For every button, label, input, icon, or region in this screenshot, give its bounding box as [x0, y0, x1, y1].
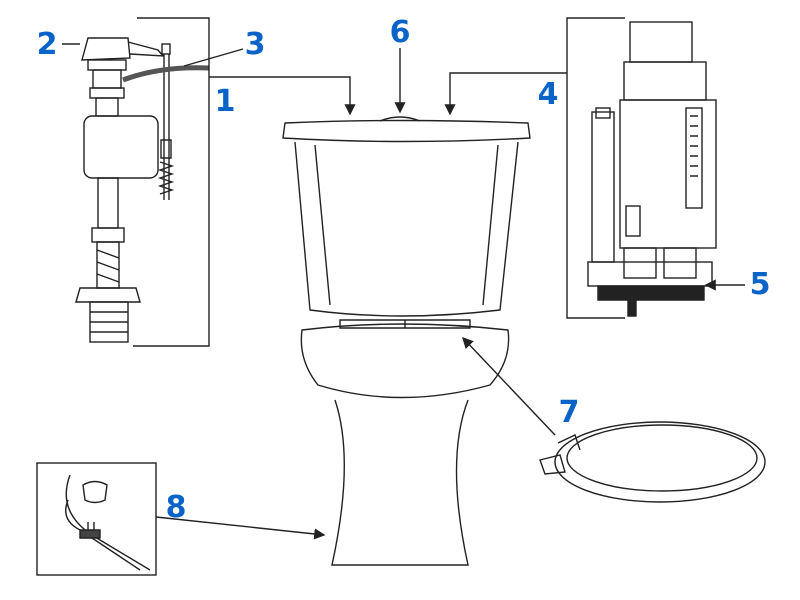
- bracket-4: [566, 17, 625, 319]
- flush-valve-drawing: [587, 21, 717, 317]
- label-refill-tube: 3: [244, 27, 266, 62]
- leader-1: [209, 76, 356, 116]
- label-toilet-seat: 7: [558, 395, 580, 430]
- label-fill-valve: 1: [214, 84, 236, 119]
- bolt-inset: [36, 462, 157, 576]
- toilet-drawing: [282, 116, 531, 566]
- leader-3: [183, 48, 244, 67]
- label-float-cup: 2: [36, 27, 58, 62]
- fill-valve-drawing: [75, 37, 210, 343]
- label-flush-button: 6: [389, 15, 411, 50]
- toilet-seat-drawing: [539, 421, 766, 503]
- leader-4: [444, 72, 567, 116]
- leader-8: [155, 516, 326, 540]
- leader-7: [462, 336, 556, 436]
- label-flush-seal: 5: [749, 267, 771, 302]
- label-tank-bolts: 8: [165, 490, 187, 525]
- label-flush-valve: 4: [537, 77, 559, 112]
- bracket-1: [133, 17, 210, 347]
